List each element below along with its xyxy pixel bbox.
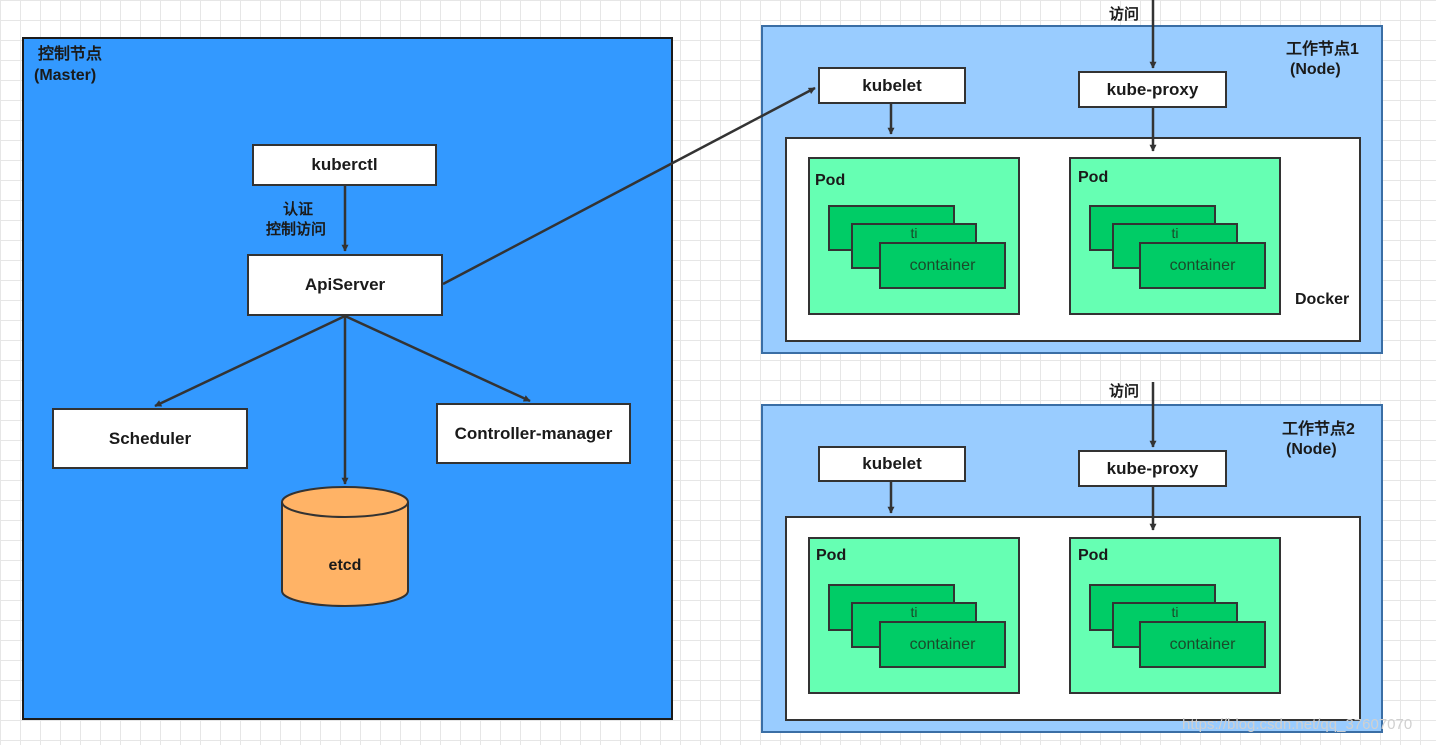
access-label-2: 访问 <box>1109 383 1140 400</box>
container-ghost-label: ti <box>910 225 918 241</box>
access-label-1: 访问 <box>1109 6 1140 23</box>
kubelet-box-1[interactable]: kubelet <box>818 67 966 104</box>
apiserver-box[interactable]: ApiServer <box>247 254 443 316</box>
pod-label: Pod <box>816 547 847 564</box>
kube-proxy-box-2[interactable]: kube-proxy <box>1078 450 1227 487</box>
scheduler-box[interactable]: Scheduler <box>52 408 248 469</box>
worker-node-2-subtitle: (Node) <box>1286 441 1337 458</box>
container-box[interactable]: container <box>1139 621 1266 668</box>
worker-node-2-title: 工作节点2 <box>1282 421 1355 438</box>
pod-label: Pod <box>815 172 846 189</box>
auth-label-line1: 认证 <box>283 201 314 218</box>
kubelet-box-2[interactable]: kubelet <box>818 446 966 482</box>
container-box[interactable]: container <box>879 242 1006 289</box>
etcd-label: etcd <box>328 557 362 574</box>
auth-label-line2: 控制访问 <box>266 221 327 238</box>
master-title: 控制节点 <box>38 46 103 63</box>
container-box[interactable]: container <box>1139 242 1266 289</box>
pod-label: Pod <box>1078 169 1109 186</box>
worker-node-1-subtitle: (Node) <box>1290 61 1341 78</box>
container-ghost-label: ti <box>1171 225 1179 241</box>
controller-manager-box[interactable]: Controller-manager <box>436 403 631 464</box>
container-ghost-label: ti <box>910 604 918 620</box>
master-subtitle: (Master) <box>34 67 97 84</box>
container-ghost-label: ti <box>1171 604 1179 620</box>
pod-label: Pod <box>1078 547 1109 564</box>
container-box[interactable]: container <box>879 621 1006 668</box>
worker-node-1-title: 工作节点1 <box>1286 41 1359 58</box>
master-node-panel <box>22 37 673 720</box>
kubectl-box[interactable]: kuberctl <box>252 144 437 186</box>
docker-label: Docker <box>1295 291 1350 308</box>
kube-proxy-box-1[interactable]: kube-proxy <box>1078 71 1227 108</box>
watermark: https://blog.csdn.net/qq_37607070 <box>1182 716 1413 733</box>
